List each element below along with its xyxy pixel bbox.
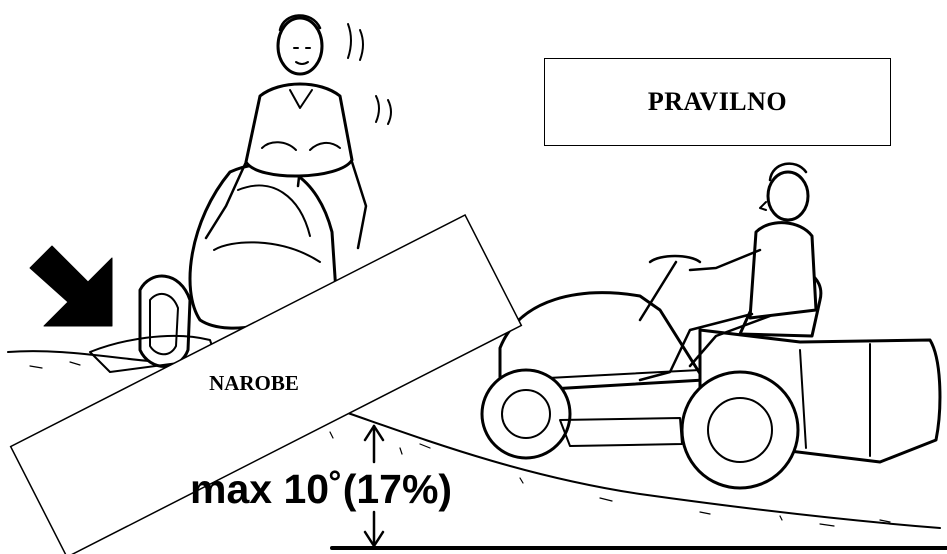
arrow-down-right-icon bbox=[30, 246, 112, 326]
correct-label-box: PRAVILNO bbox=[544, 58, 891, 146]
correct-label: PRAVILNO bbox=[648, 87, 787, 117]
wrong-label: NAROBE bbox=[209, 371, 299, 395]
correct-mower-illustration bbox=[482, 164, 940, 488]
max-slope-label: max 10˚(17%) bbox=[190, 466, 452, 513]
